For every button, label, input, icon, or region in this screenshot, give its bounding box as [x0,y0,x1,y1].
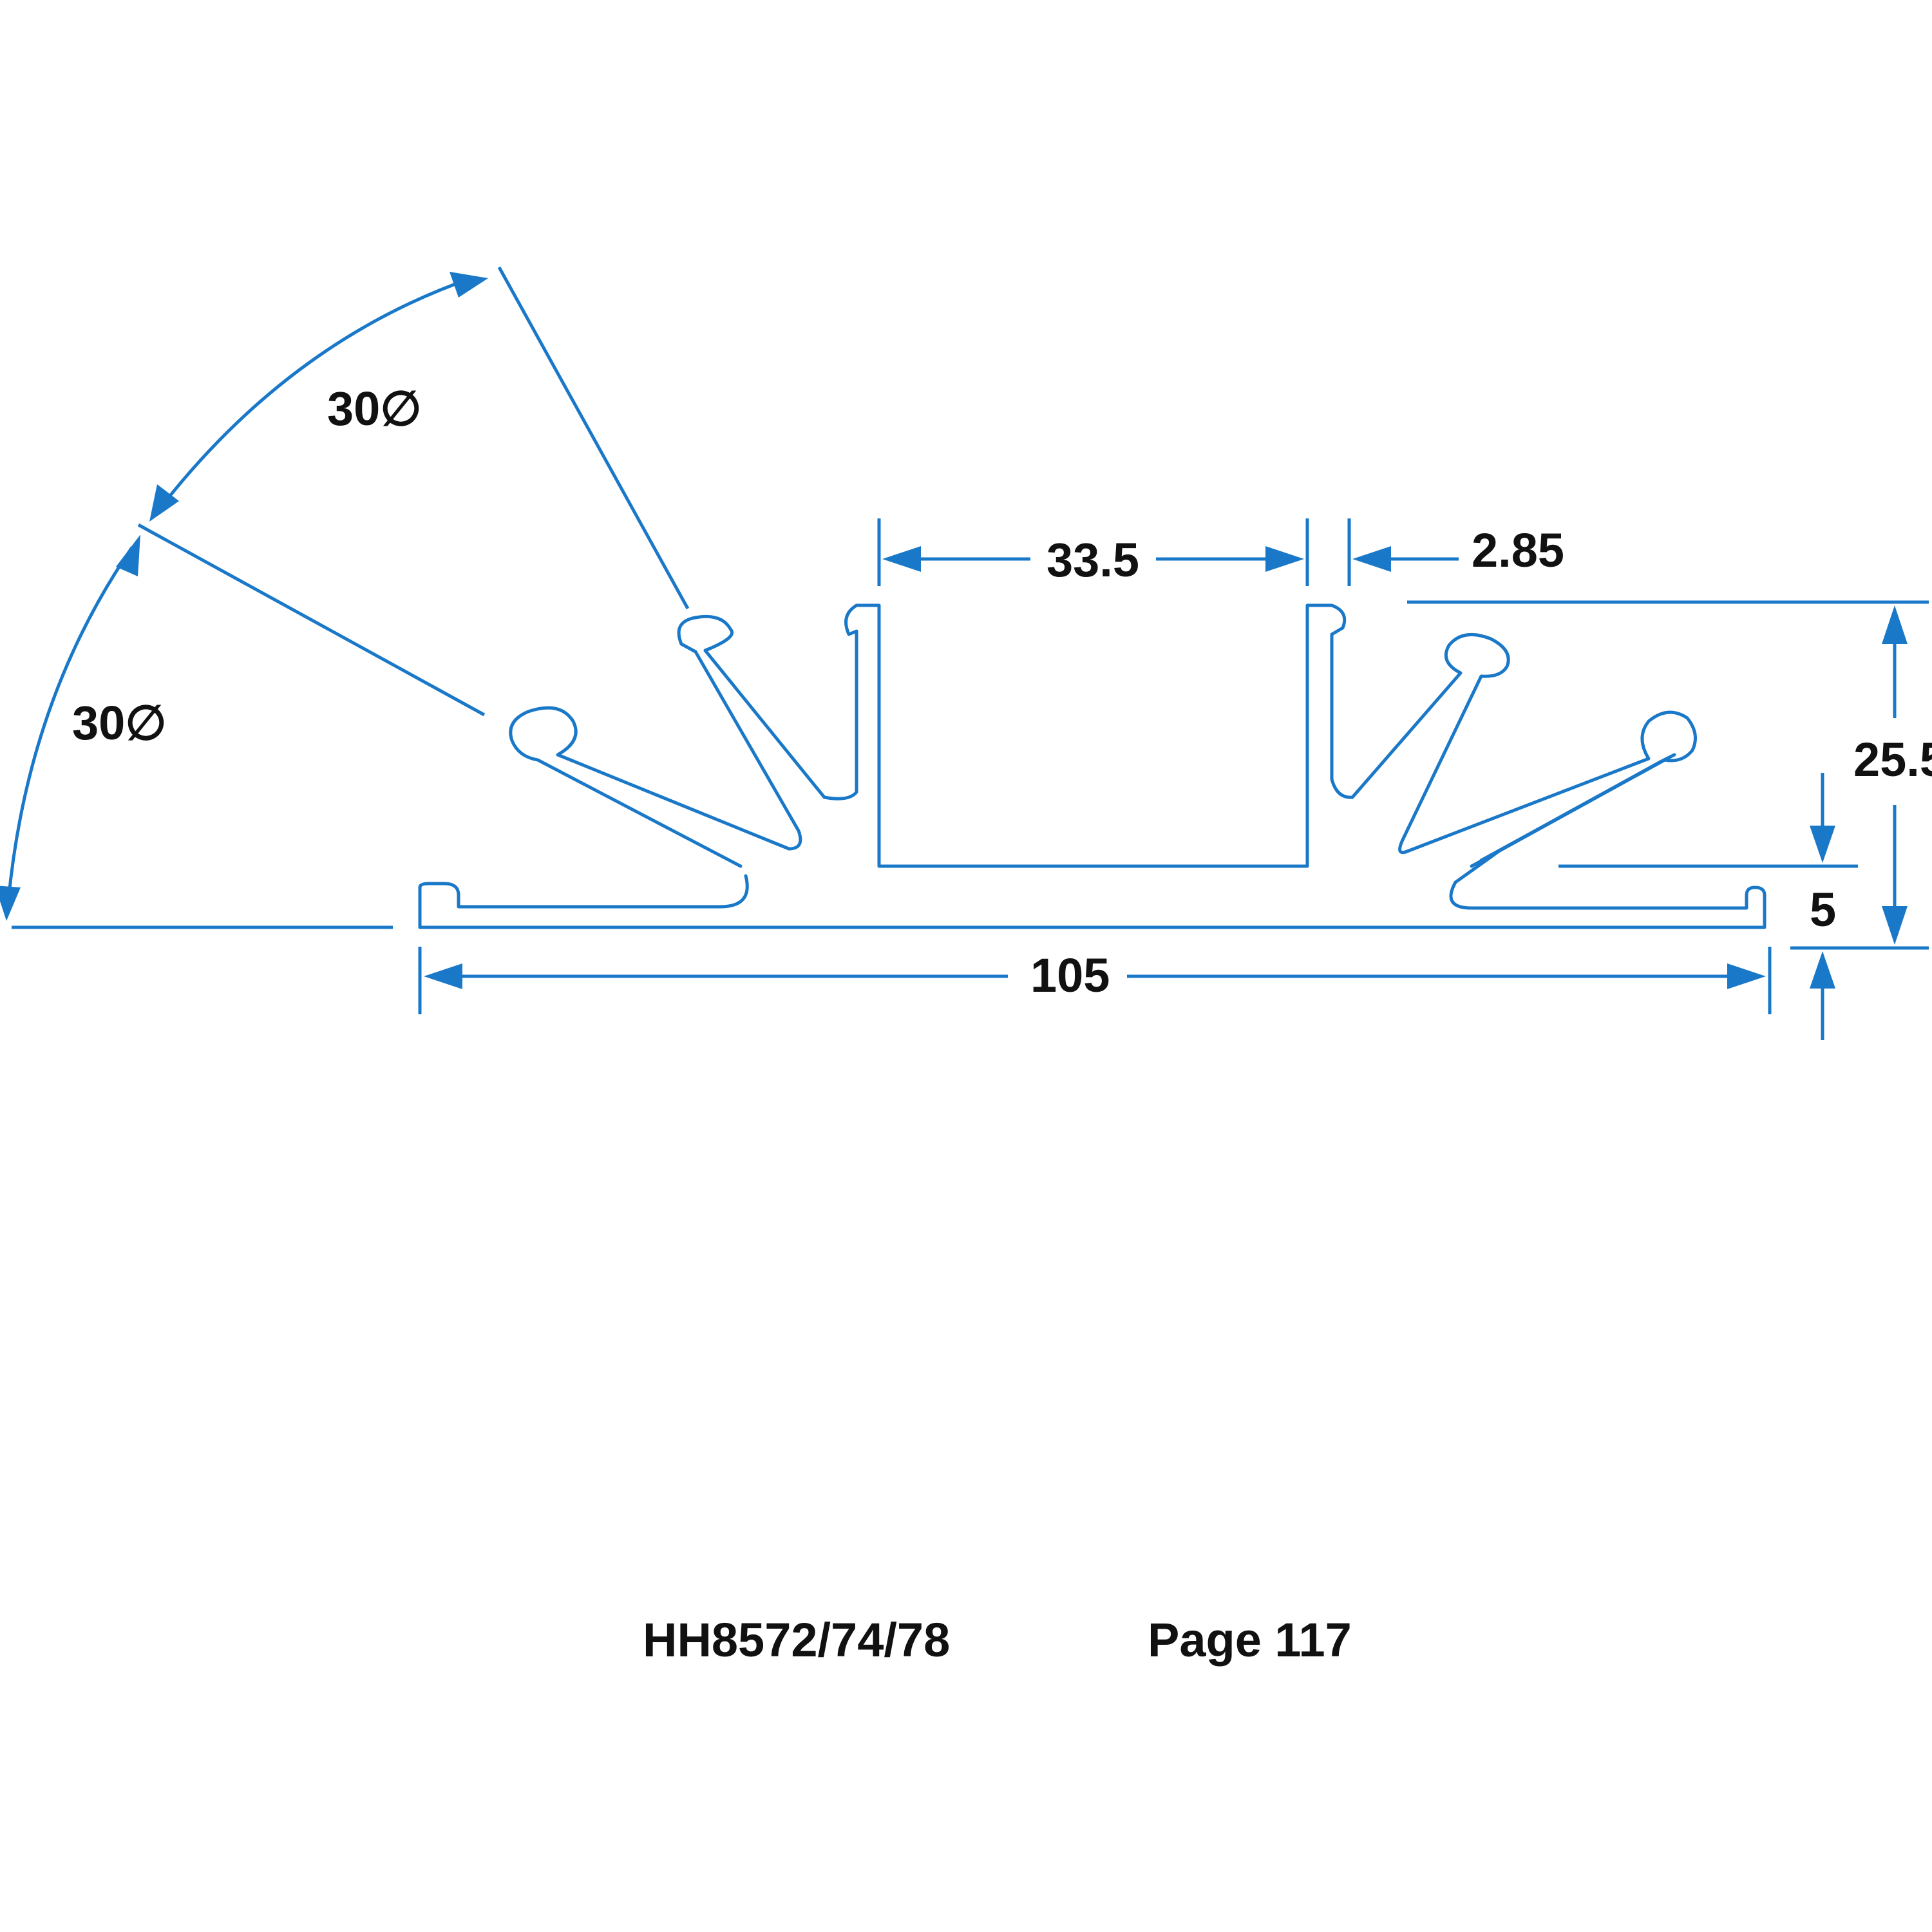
arrow-width-right [1727,963,1766,989]
angle-extension-60 [497,266,690,610]
arrow-base-top [1810,826,1835,863]
center-channel-left-fin [822,603,858,800]
arrow-channel-left [882,546,921,572]
left-fin-lower [509,706,791,868]
overall-width-dimension: 105 [418,947,1772,1014]
arrow-angle-upper-start [149,484,179,522]
left-fin-upper [677,614,826,851]
right-fin-upper [1350,633,1510,855]
center-channel [855,603,1354,868]
arrow-width-left [424,963,462,989]
part-number: HH8572/74/78 [643,1613,950,1667]
page-number: Page 117 [1148,1613,1352,1667]
overall-height-label: 25.5 [1853,733,1932,786]
heatsink-profile [418,603,1766,929]
arrow-angle-lower-start [0,886,21,921]
wall-thickness-dimension: 2.85 [1347,518,1564,586]
right-fin-lower [1405,710,1697,868]
angle-extension-30 [137,523,486,717]
angle-arc-upper [158,276,472,510]
arrow-wall [1352,546,1391,572]
arrow-base-bottom [1810,951,1835,989]
angle-dimensions: 30∅ 30∅ [0,266,690,929]
angle-upper-label: 30∅ [327,382,422,435]
overall-width-label: 105 [1030,949,1110,1002]
overall-height-dimension: 25.5 [1407,600,1932,950]
angle-arc-lower [6,546,134,909]
arrow-angle-lower-end [116,535,140,576]
channel-width-label: 33.5 [1046,533,1139,587]
channel-width-dimension: 33.5 [877,518,1309,587]
arrow-height-top [1882,605,1908,644]
angle-lower-label: 30∅ [72,696,167,750]
base-thickness-label: 5 [1810,883,1836,936]
footer: HH8572/74/78 Page 117 [643,1613,1352,1667]
arrow-channel-right [1265,546,1304,572]
arrow-height-bottom [1882,906,1908,945]
base-thickness-dimension: 5 [1558,773,1858,1040]
wall-thickness-label: 2.85 [1472,524,1564,577]
arrow-angle-upper-end [450,272,488,298]
